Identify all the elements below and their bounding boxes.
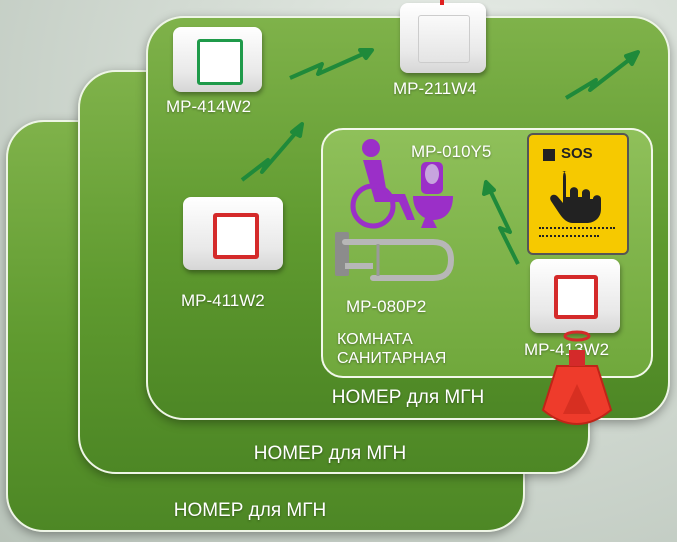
sos-square-icon xyxy=(543,149,555,161)
braille-line-1 xyxy=(539,227,615,232)
red-indicator xyxy=(440,0,444,5)
hand-press-icon xyxy=(550,171,601,223)
sos-sign: SOS xyxy=(527,133,629,255)
room-title-line2: САНИТАРНАЯ xyxy=(337,350,447,367)
signal-icon xyxy=(289,48,373,80)
panel-inner-title: НОМЕР для МГН xyxy=(331,387,485,408)
grab-bar-icon xyxy=(335,232,455,281)
device-mp211w4 xyxy=(400,3,486,73)
label-mp211w4: MP-211W4 xyxy=(393,79,477,98)
panel-outer-title: НОМЕР для МГН xyxy=(173,500,327,521)
arrow-head-icon xyxy=(624,50,640,66)
device-mp413w2 xyxy=(530,259,620,333)
arrow-head-icon xyxy=(482,180,496,196)
device-mp414w2 xyxy=(173,27,262,92)
sanitary-room-title: КОМНАТА САНИТАРНАЯ xyxy=(337,330,446,368)
braille-line-2 xyxy=(539,235,599,240)
label-mp411w2: MP-411W2 xyxy=(181,291,265,310)
sos-sign-label: SOS xyxy=(561,145,593,162)
wheelchair-toilet-pictogram xyxy=(350,139,453,229)
arrow-head-icon xyxy=(358,48,374,60)
green-call-button xyxy=(197,39,243,85)
red-call-button xyxy=(554,275,598,319)
red-call-button xyxy=(213,213,259,259)
wheelchair-icon xyxy=(350,139,415,229)
help-pendant-icon xyxy=(541,330,613,425)
signal-icon xyxy=(564,54,636,100)
label-mp010y5: MP-010Y5 xyxy=(411,142,492,161)
signal-icon xyxy=(240,126,302,182)
label-mp080p2: MP-080P2 xyxy=(346,297,427,316)
label-mp414w2: MP-414W2 xyxy=(166,97,252,116)
signal-icon xyxy=(486,185,520,265)
room-title-line1: КОМНАТА xyxy=(337,331,413,348)
lamp-lens xyxy=(418,15,470,63)
label-mp413w2: MP-413W2 xyxy=(524,340,610,359)
device-mp411w2 xyxy=(183,197,283,270)
toilet-icon xyxy=(413,162,453,228)
panel-middle-title: НОМЕР для МГН xyxy=(253,443,407,464)
arrow-head-icon xyxy=(290,122,304,138)
